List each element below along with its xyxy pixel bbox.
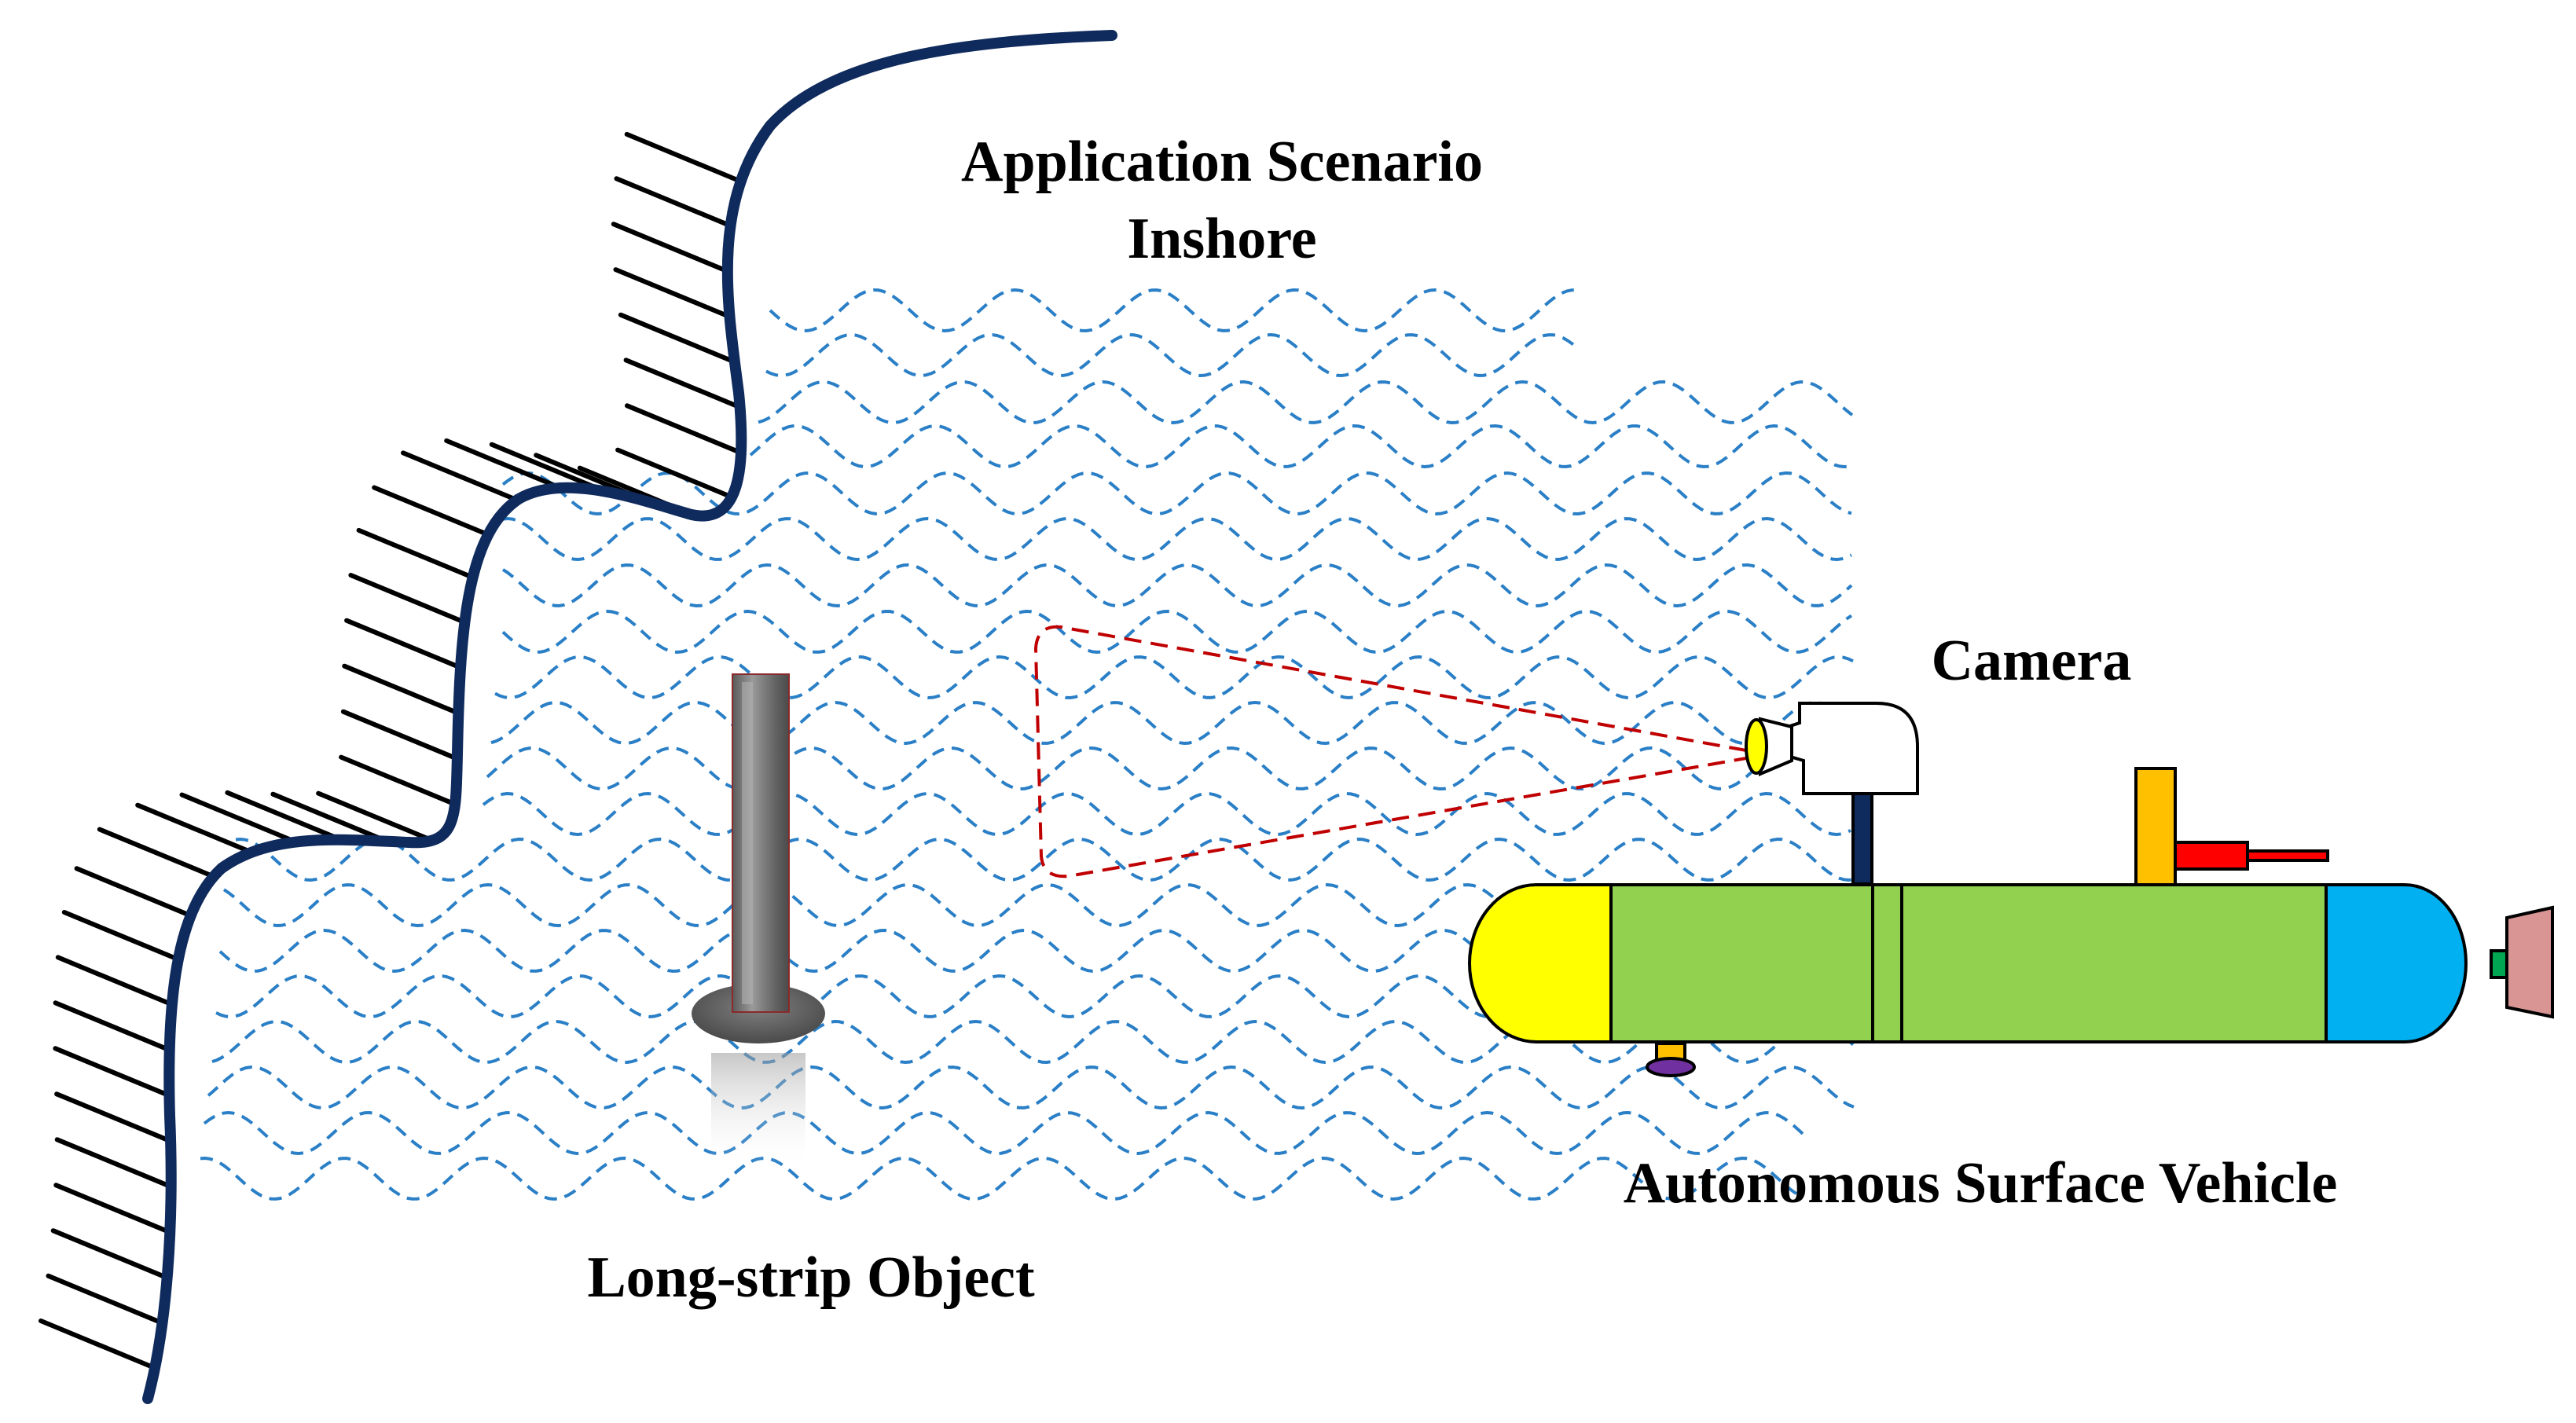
- mast: [2134, 767, 2177, 886]
- shore-hatch: [611, 222, 730, 274]
- scenario-title-line1: Application Scenario: [961, 130, 1483, 194]
- shore-hatch: [444, 438, 563, 490]
- wave-line: [215, 974, 1853, 1019]
- shore-hatch: [225, 790, 344, 842]
- wave-line: [501, 471, 1852, 516]
- camera-label: Camera: [1932, 629, 2132, 693]
- vehicle-hull: [1609, 883, 2328, 1043]
- wave-line: [749, 424, 1855, 469]
- wave-line: [200, 1156, 1804, 1201]
- wave-line: [765, 332, 1579, 378]
- shore-hatch: [50, 1228, 170, 1281]
- wave-line: [490, 700, 1855, 746]
- shore-hatch: [614, 176, 733, 229]
- shore-hatch: [39, 1318, 157, 1370]
- shore-hatch: [339, 754, 458, 807]
- wave-line: [486, 746, 1855, 791]
- camera-lens: [1745, 718, 1768, 775]
- wave-line: [769, 288, 1577, 333]
- long-strip-object: [692, 673, 825, 1171]
- antenna-rod: [2246, 849, 2329, 862]
- shore-hatch: [53, 1046, 172, 1098]
- shoreline: [142, 30, 1117, 1404]
- shore-hatch: [623, 358, 743, 410]
- camera-icon: [1745, 702, 1919, 795]
- wave-line: [501, 563, 1853, 608]
- wave-line: [207, 1065, 1855, 1110]
- shore-hatch: [401, 450, 519, 503]
- shore-hatch: [372, 485, 491, 537]
- shore-hatch: [618, 312, 737, 365]
- water-waves: [200, 288, 1855, 1201]
- camera-lens-hood: [1759, 717, 1793, 777]
- wave-line: [501, 609, 1853, 655]
- vehicle-bow: [1468, 883, 1613, 1043]
- shore-hatch: [316, 790, 435, 843]
- wave-line: [211, 1019, 1855, 1065]
- wave-line: [235, 837, 1854, 882]
- object-label: Long-strip Object: [587, 1245, 1035, 1310]
- camera-mount: [1851, 780, 1873, 886]
- shore-hatch: [356, 527, 475, 580]
- object-reflection: [711, 1053, 805, 1171]
- shore-hatch: [55, 955, 174, 1007]
- wave-line: [482, 791, 1851, 837]
- wave-line: [502, 516, 1852, 562]
- wave-line: [494, 655, 1854, 700]
- shore-hatch: [179, 792, 299, 845]
- scenario-title-line2: Inshore: [1127, 207, 1316, 271]
- shore-hatch: [53, 1000, 172, 1053]
- wave-line: [203, 1110, 1809, 1156]
- shore-hatch: [625, 403, 743, 456]
- object-pole: [732, 673, 790, 1013]
- shore-hatch: [615, 447, 735, 500]
- wave-line: [218, 928, 1852, 974]
- keel-fin: [1646, 1057, 1696, 1077]
- shore-hatch: [348, 573, 468, 625]
- shore-hatch: [270, 791, 390, 844]
- shore-hatch: [53, 1183, 173, 1235]
- shore-hatch: [342, 663, 461, 716]
- shore-hatching: [39, 131, 743, 1370]
- thruster: [2505, 905, 2554, 1019]
- antenna-base: [2174, 841, 2249, 871]
- shore-hatch: [54, 1091, 174, 1144]
- shore-hatch: [97, 827, 216, 879]
- shore-hatch: [61, 910, 181, 962]
- camera-body: [1786, 702, 1919, 795]
- shore-hatch: [340, 709, 460, 761]
- shore-hatch: [613, 267, 732, 320]
- shore-hatch: [624, 131, 743, 184]
- wave-line: [222, 882, 1852, 928]
- wave-line: [758, 380, 1854, 425]
- shore-hatch: [54, 1137, 174, 1190]
- shore-hatch: [74, 866, 193, 919]
- surface-vehicle-icon: [1468, 767, 2554, 1077]
- vehicle-stern: [2325, 883, 2468, 1043]
- shore-hatch: [135, 802, 255, 855]
- object-base: [692, 984, 825, 1043]
- shore-hatch: [344, 618, 464, 670]
- vehicle-label: Autonomous Surface Vehicle: [1624, 1151, 2338, 1216]
- shore-hatch: [46, 1273, 165, 1326]
- camera-field-of-view: [1033, 625, 1747, 878]
